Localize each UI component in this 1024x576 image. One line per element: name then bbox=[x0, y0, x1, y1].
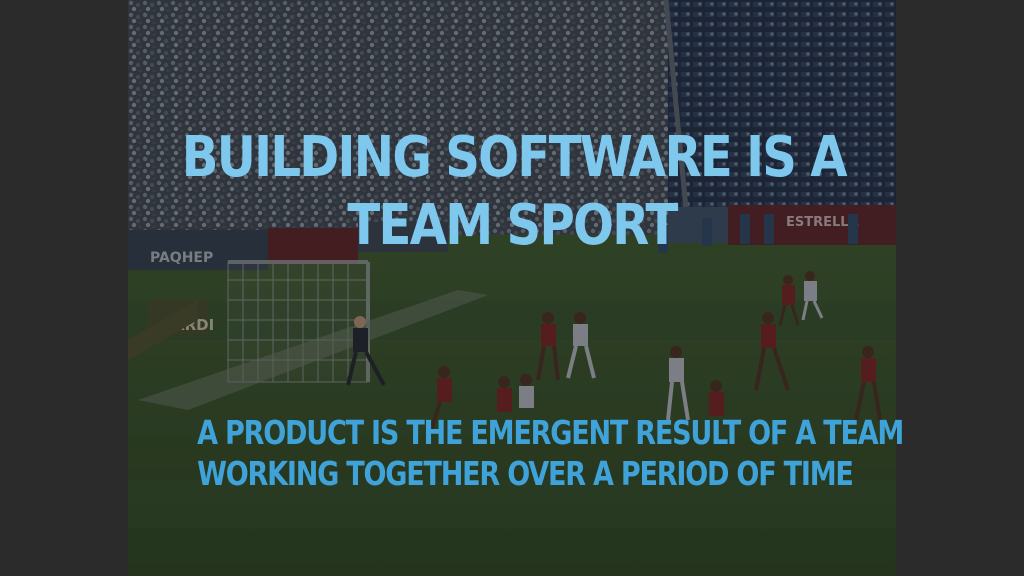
bench-figures bbox=[658, 214, 858, 253]
subtitle-line-1: A PRODUCT IS THE EMERGENT RESULT OF A TE… bbox=[197, 413, 904, 452]
player-red bbox=[536, 312, 560, 381]
player-red bbox=[709, 380, 724, 416]
subtitle-line-2: WORKING TOGETHER OVER A PERIOD OF TIME bbox=[197, 454, 854, 493]
player-red bbox=[497, 376, 512, 412]
soccer-stadium-photo: PAQHEP ESTRELLA CARDI bbox=[128, 0, 896, 576]
players bbox=[346, 214, 882, 441]
player-red bbox=[778, 275, 800, 326]
player-blue bbox=[566, 312, 596, 379]
slide-title: BUILDING SOFTWARE IS A TEAM SPORT bbox=[181, 124, 848, 260]
banner-text-paqhep: PAQHEP bbox=[150, 250, 213, 266]
empty-seats-stand bbox=[668, 0, 896, 210]
player-blue bbox=[519, 374, 534, 408]
banner-text-estrella: ESTRELLA bbox=[786, 215, 859, 230]
crowd-stand bbox=[128, 0, 688, 250]
player-blue bbox=[801, 271, 824, 321]
ad-boards: PAQHEP ESTRELLA CARDI bbox=[128, 205, 896, 360]
slide-subtitle: A PRODUCT IS THE EMERGENT RESULT OF A TE… bbox=[197, 412, 904, 494]
player-red bbox=[426, 366, 452, 441]
player-blue bbox=[666, 346, 690, 421]
stadium-illustration: PAQHEP ESTRELLA CARDI bbox=[128, 0, 896, 576]
goalkeeper bbox=[346, 316, 386, 386]
player-red bbox=[754, 312, 790, 391]
title-line-1: BUILDING SOFTWARE IS A bbox=[181, 125, 848, 190]
dim-overlay bbox=[128, 0, 896, 576]
title-line-2: TEAM SPORT bbox=[347, 193, 678, 258]
player-red bbox=[854, 346, 882, 421]
